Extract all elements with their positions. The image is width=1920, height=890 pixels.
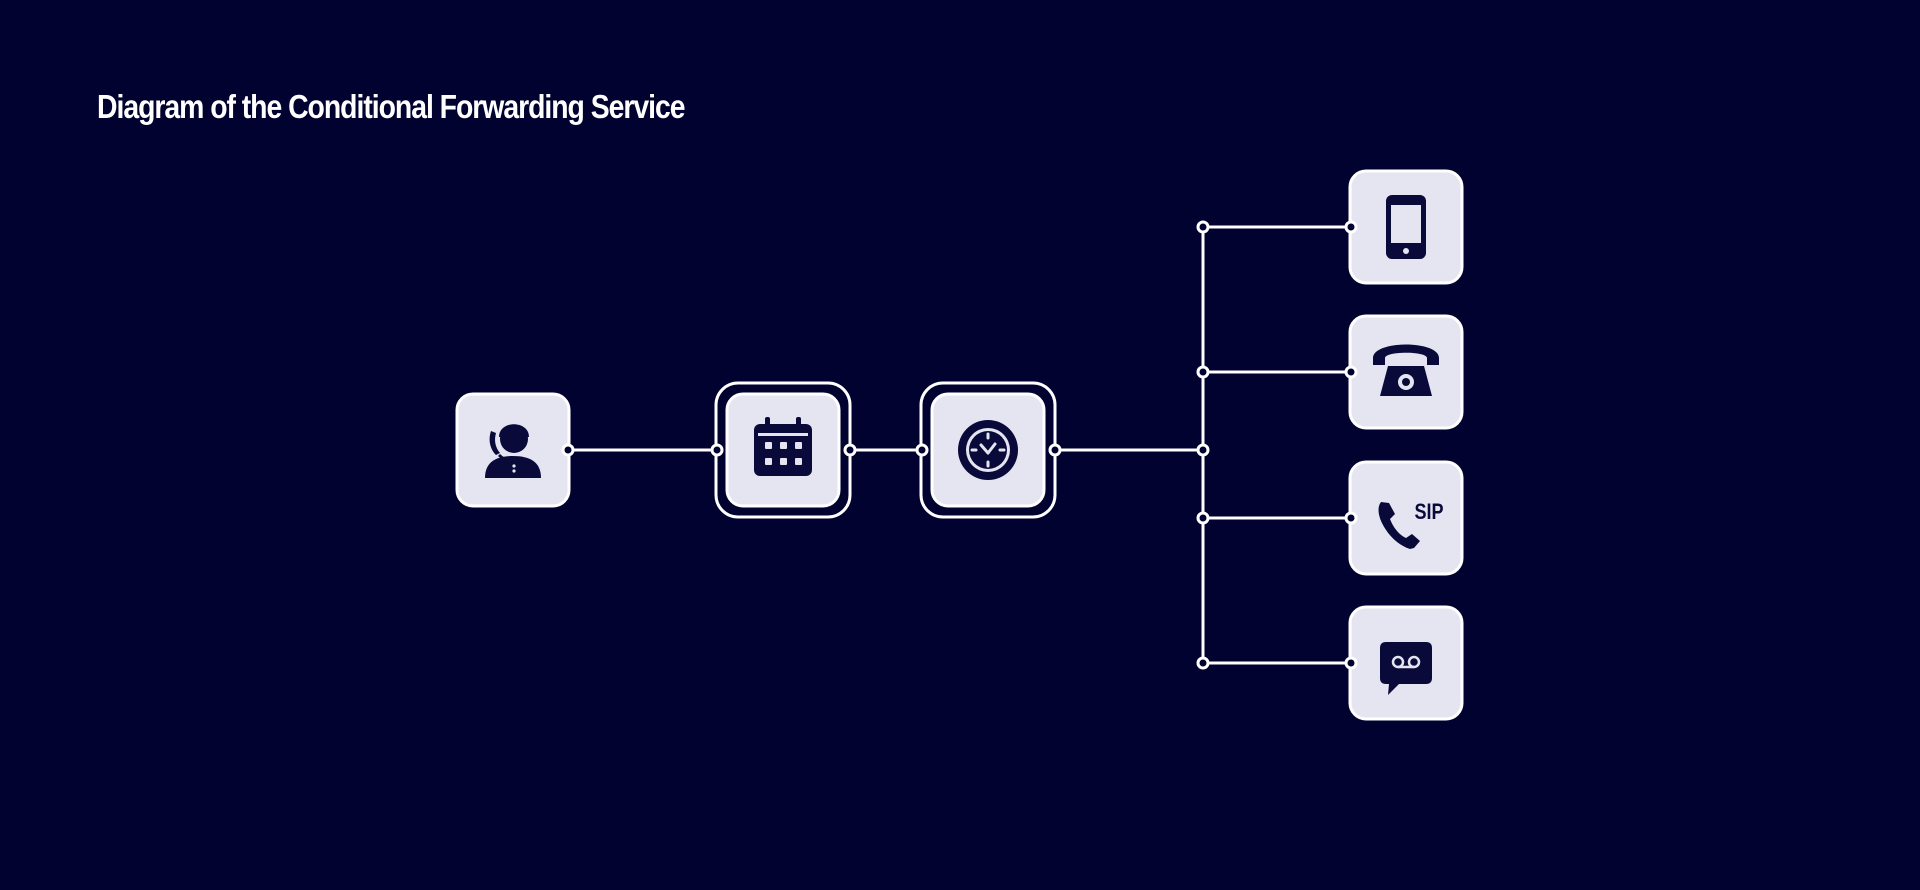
voicemail-icon [1380,642,1432,695]
connector-dot [915,443,929,457]
clock-icon [958,420,1018,480]
calendar-icon [754,417,812,476]
page-title: Diagram of the Conditional Forwarding Se… [97,88,686,125]
mobile-phone-icon [1386,195,1426,259]
sip-phone-icon: SIP [1378,500,1444,549]
connector-dot [1344,511,1358,525]
connector-dots [561,220,1358,670]
connector-dot [710,443,724,457]
connector-dot [1344,220,1358,234]
sip-node[interactable] [1348,460,1464,576]
connector-dot [1344,656,1358,670]
connector-dot [843,443,857,457]
connector-dot [1196,656,1210,670]
connector-dot [1196,443,1210,457]
landline-phone-icon [1373,344,1439,396]
connector-dot [1196,220,1210,234]
connector-dot [1344,365,1358,379]
connector-dot [1048,443,1062,457]
connector-dot [561,443,575,457]
connector-dot [1196,511,1210,525]
caller-headset-icon [485,424,541,478]
connector-dot [1196,365,1210,379]
sip-label: SIP [1414,500,1443,524]
